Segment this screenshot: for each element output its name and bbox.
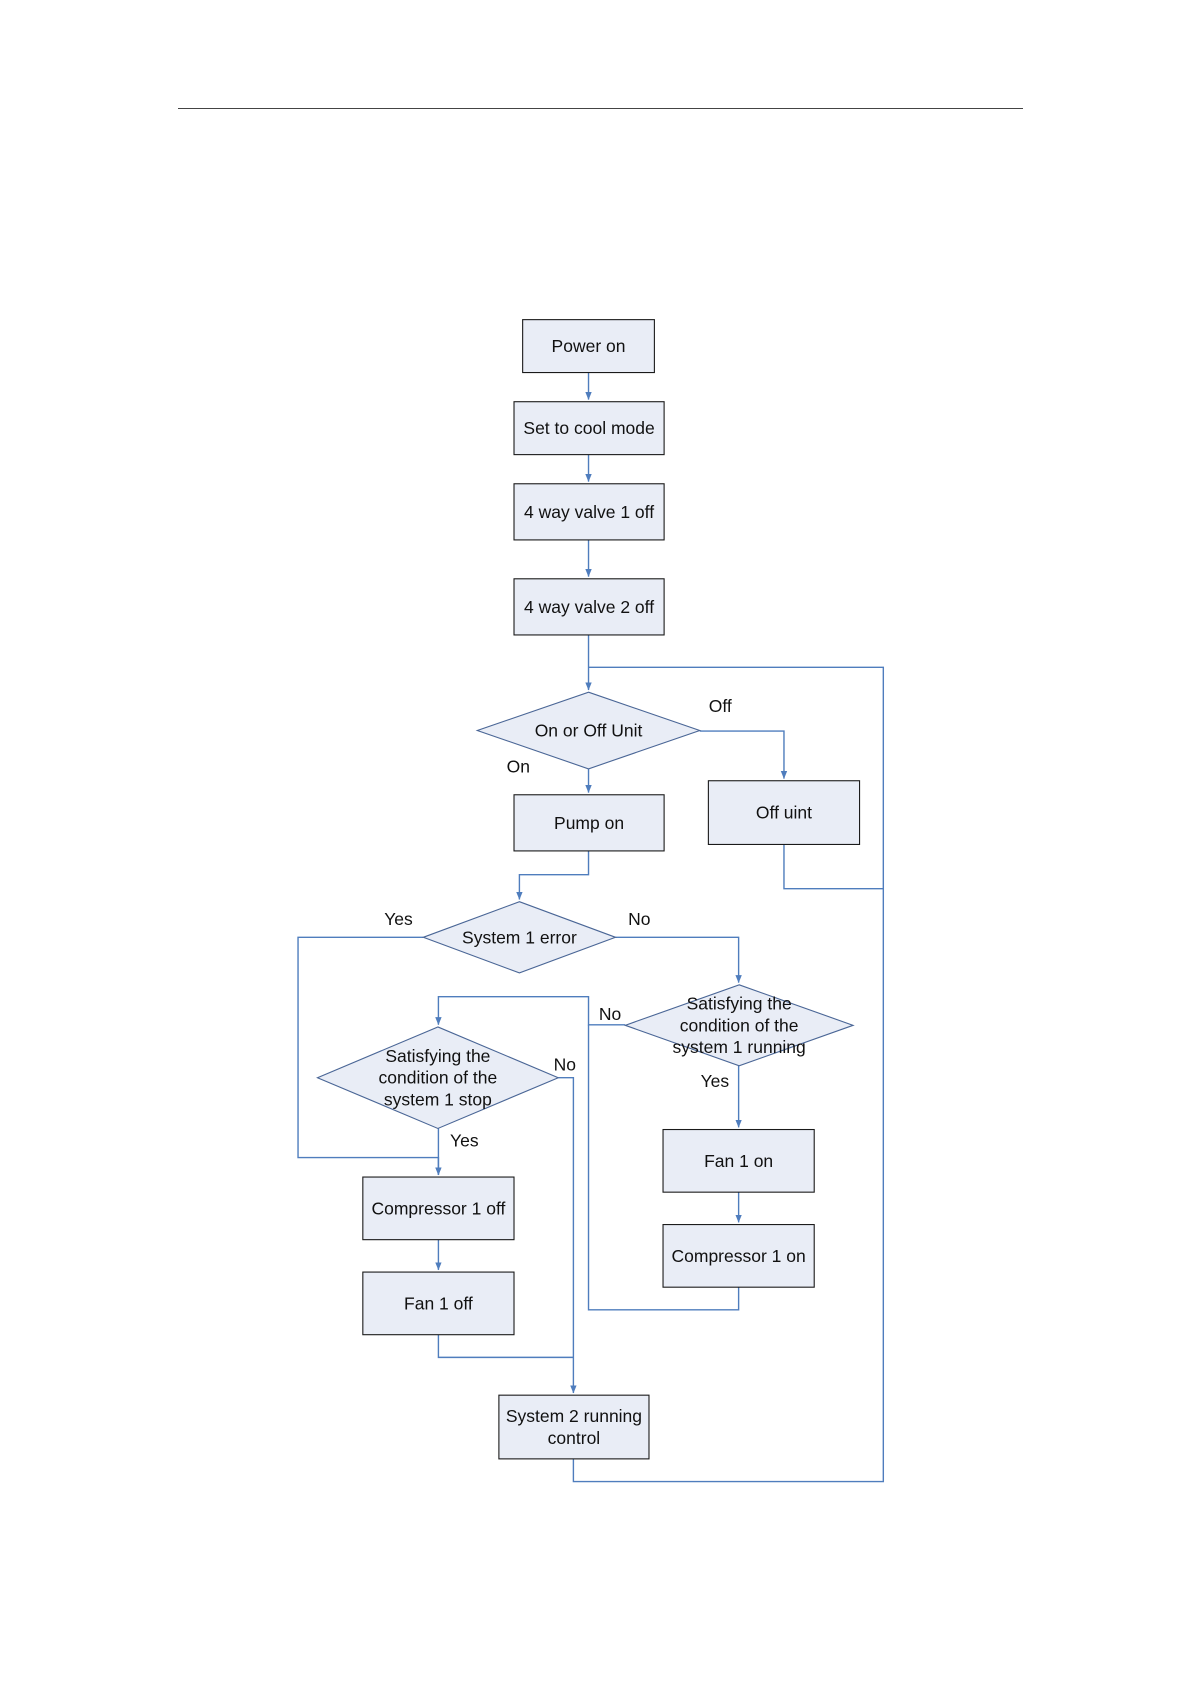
process-valve2-off: 4 way valve 2 off (513, 578, 665, 636)
process-set-cool-mode: Set to cool mode (513, 401, 665, 456)
edge-label-yes: Yes (384, 909, 413, 929)
edge-running-no (435, 996, 626, 1026)
node-label: Satisfying the (687, 994, 792, 1014)
node-label: Power on (552, 336, 626, 356)
edge-label-off: Off (709, 696, 732, 716)
process-box-shape (362, 1271, 515, 1336)
node-label: Set to cool mode (523, 418, 654, 438)
decision-diamond-shape (421, 901, 618, 974)
node-label: System 2 running (506, 1406, 642, 1426)
process-box-shape (362, 1176, 515, 1241)
node-label: system 1 stop (384, 1089, 492, 1109)
node-label: Satisfying the (385, 1046, 490, 1066)
node-label: condition of the (680, 1015, 799, 1035)
edge-pump-to-error (516, 850, 590, 900)
edge-sys2-loop (572, 888, 885, 1483)
node-label: control (548, 1428, 601, 1448)
node-label: Compressor 1 on (672, 1246, 806, 1266)
edge-label-on: On (507, 757, 530, 777)
process-power-on: Power on (522, 319, 655, 374)
node-label: Fan 1 on (704, 1151, 773, 1171)
process-fan1-off: Fan 1 off (362, 1271, 515, 1336)
process-compressor1-off: Compressor 1 off (362, 1176, 515, 1241)
node-label: system 1 running (673, 1037, 806, 1057)
decision-diamond-shape (475, 691, 702, 770)
process-box-shape (513, 794, 665, 852)
node-label: 4 way valve 1 off (524, 502, 654, 522)
edge-offunit-loop (588, 666, 885, 890)
edge-label-no: No (628, 909, 650, 929)
edge-comp1on-to-sys2 (587, 1024, 740, 1311)
node-label: condition of the (379, 1068, 498, 1088)
edge-label-yes: Yes (701, 1071, 730, 1091)
process-pump-on: Pump on (513, 794, 665, 852)
node-label: On or Off Unit (535, 721, 643, 741)
edge-label-no: No (599, 1004, 621, 1024)
edge-onoff-off (699, 730, 788, 779)
node-label: Pump on (554, 813, 624, 833)
process-box-shape (513, 401, 665, 456)
decision-diamond-shape (316, 1026, 560, 1130)
node-label: 4 way valve 2 off (524, 597, 654, 617)
process-box-shape (513, 483, 665, 541)
edge-fan1off-to-sys2 (437, 1334, 574, 1359)
process-box-shape (522, 319, 655, 374)
edge-error-no (615, 936, 742, 984)
decision-system1-error: System 1 error (421, 901, 618, 974)
decision-diamond-shape (623, 984, 855, 1067)
node-label: Fan 1 off (404, 1293, 473, 1313)
edge-label-no: No (554, 1055, 576, 1075)
process-box-shape (662, 1128, 815, 1193)
process-off-unit: Off uint (707, 780, 861, 845)
process-fan1-on: Fan 1 on (662, 1128, 815, 1193)
header-rule (178, 108, 1023, 109)
node-label: Compressor 1 off (371, 1198, 505, 1218)
process-box-shape (707, 780, 861, 845)
node-label: Off uint (756, 803, 812, 823)
node-label: System 1 error (462, 927, 577, 947)
process-valve1-off: 4 way valve 1 off (513, 483, 665, 541)
process-compressor1-on: Compressor 1 on (662, 1224, 815, 1288)
process-box-shape (513, 578, 665, 636)
decision-on-off-unit: On or Off Unit (475, 691, 702, 770)
edge-stop-no (558, 1077, 577, 1394)
process-box-shape (662, 1224, 815, 1288)
edge-label-yes: Yes (450, 1130, 479, 1150)
process-box-shape (498, 1394, 650, 1460)
